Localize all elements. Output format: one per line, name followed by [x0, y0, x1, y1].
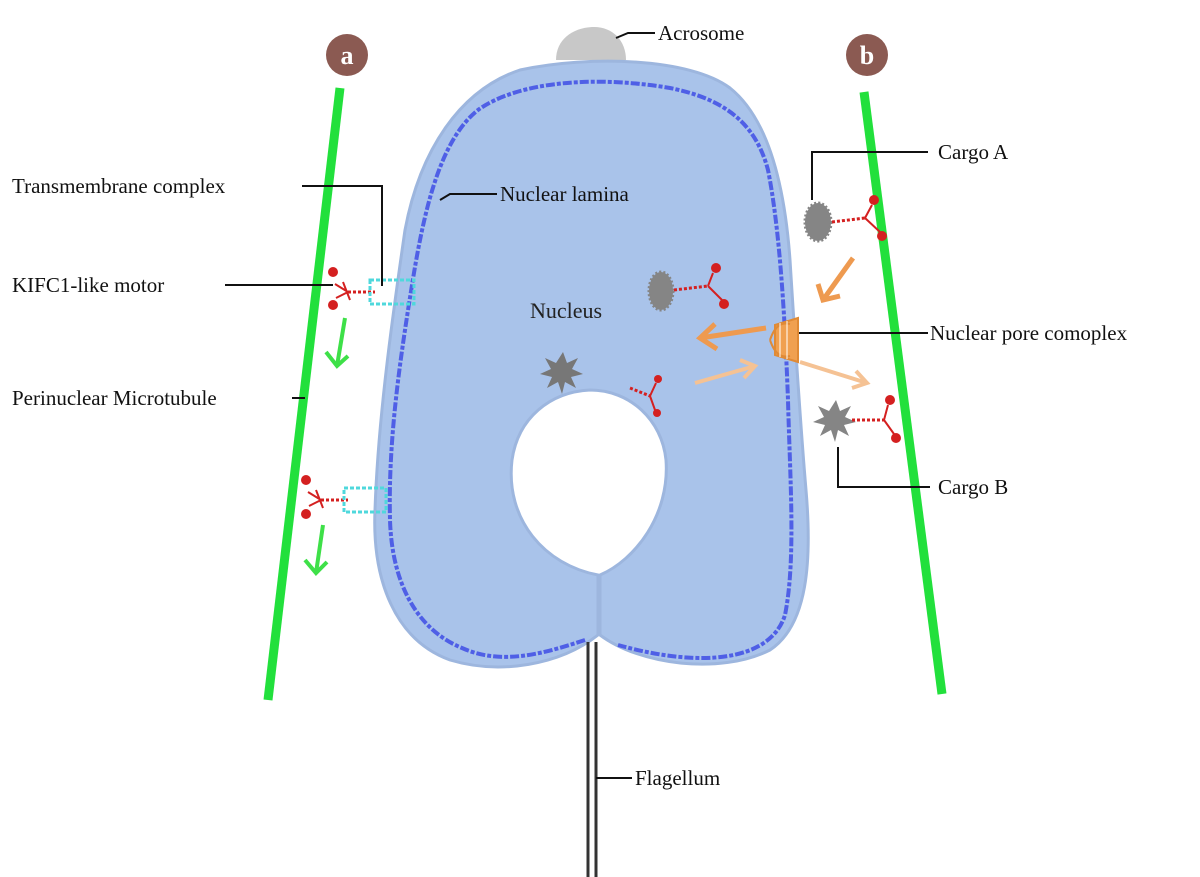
cargo-b [813, 400, 856, 442]
svg-text:a: a [341, 41, 354, 70]
green-arrow-lower [305, 525, 327, 573]
nuclear-pore-complex [770, 318, 798, 362]
leader-acrosome [616, 33, 655, 38]
kifc1-motor-left-upper [328, 267, 375, 310]
perinuclear-microtubule-left [268, 88, 340, 700]
label-nuclear-lamina: Nuclear lamina [500, 182, 630, 206]
svg-text:b: b [860, 41, 874, 70]
label-flagellum: Flagellum [635, 766, 720, 790]
label-cargo-b: Cargo B [938, 475, 1008, 499]
label-nucleus: Nucleus [530, 298, 602, 323]
label-nuclear-pore-complex: Nuclear pore comoplex [930, 321, 1128, 345]
kifc1-motor-left-lower [301, 475, 348, 519]
import-arrow [818, 258, 853, 300]
perinuclear-microtubule-right [864, 92, 942, 694]
label-transmembrane-complex: Transmembrane complex [12, 174, 226, 198]
outbound-arrow-light [800, 362, 867, 388]
cargo-a [805, 203, 831, 241]
label-perinuclear-microtubule: Perinuclear Microtubule [12, 386, 217, 410]
nucleus-body [375, 61, 809, 667]
label-acrosome: Acrosome [658, 21, 744, 45]
panel-b-badge: b [846, 34, 888, 76]
acrosome [556, 27, 626, 60]
green-arrow-upper [326, 318, 348, 366]
label-kifc1-motor: KIFC1-like motor [12, 273, 164, 297]
panel-a-badge: a [326, 34, 368, 76]
label-cargo-a: Cargo A [938, 140, 1009, 164]
cargo-b-motor [852, 395, 901, 443]
